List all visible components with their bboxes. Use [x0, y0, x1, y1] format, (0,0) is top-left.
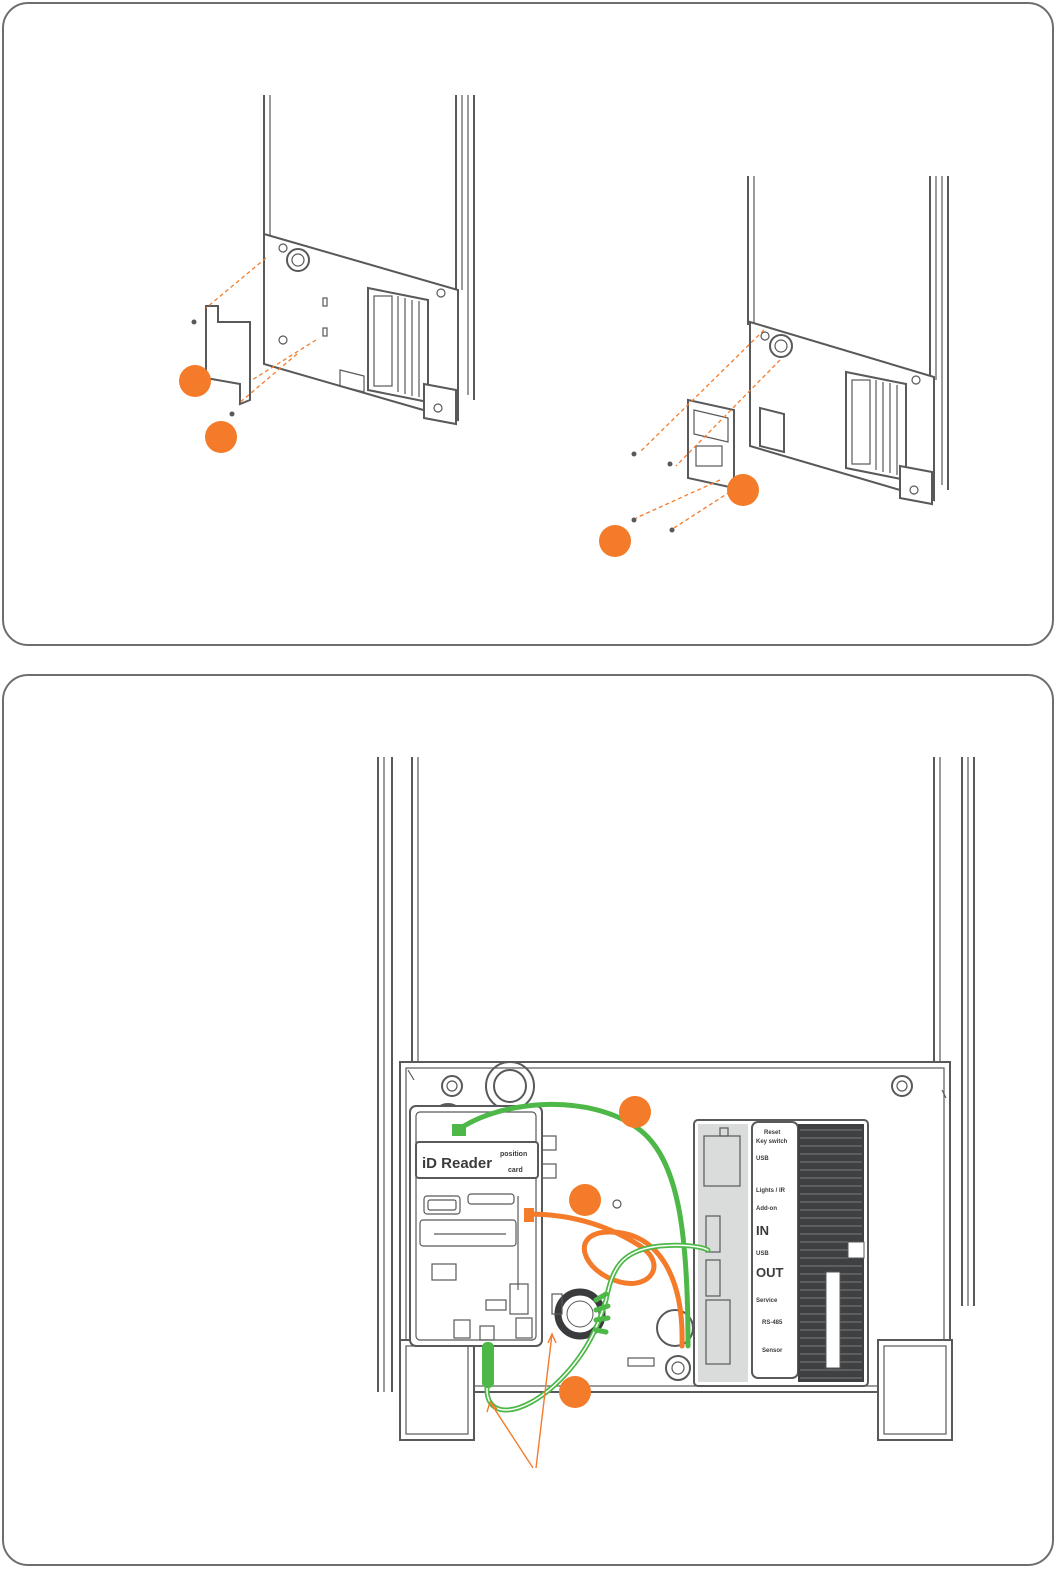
- panel-step-wiring: [2, 674, 1054, 1566]
- left-mounting-plate: [264, 234, 458, 424]
- step-marker-4: [599, 525, 631, 557]
- mounting-diagram: [0, 0, 1056, 648]
- step-marker-3: [727, 474, 759, 506]
- step-marker-2: [205, 421, 237, 453]
- step-marker-1: [179, 365, 211, 397]
- right-mounting-plate: [750, 322, 934, 504]
